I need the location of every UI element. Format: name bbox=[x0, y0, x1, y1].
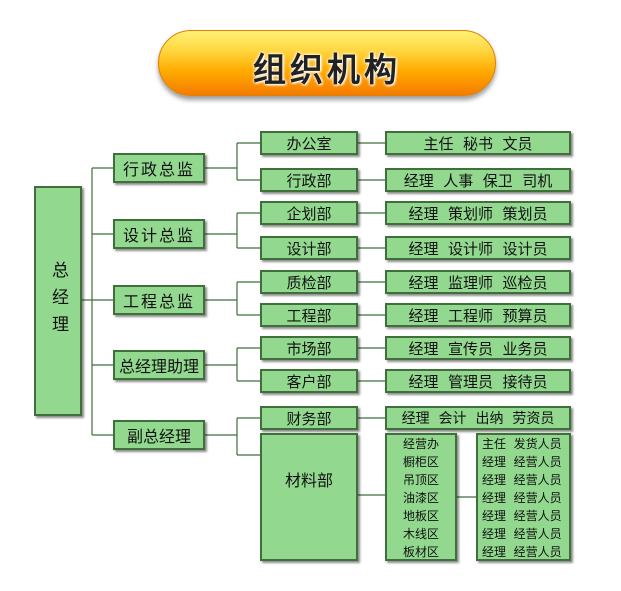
dept-box: 行政部 bbox=[260, 168, 358, 192]
material-staff-item: 经理 经营人员 bbox=[482, 545, 562, 559]
area-item: 经营办 bbox=[402, 437, 439, 451]
dept-box: 财务部 bbox=[260, 406, 358, 430]
material-staff-list: 主任 发货人员 经理 经营人员 经理 经营人员 经理 经营人员 经理 经营人员 … bbox=[476, 433, 571, 561]
staff-box: 经理 策划师 策划员 bbox=[385, 201, 571, 225]
staff-box: 经理 会计 出纳 劳资员 bbox=[385, 406, 571, 430]
material-areas-list: 经营办 橱柜区 吊顶区 油漆区 地板区 木线区 板材区 bbox=[385, 433, 457, 561]
material-staff-item: 主任 发货人员 bbox=[482, 437, 562, 451]
materials-dept-box: 材料部 bbox=[260, 433, 358, 561]
area-item: 油漆区 bbox=[402, 491, 439, 505]
dept-box: 质检部 bbox=[260, 270, 358, 294]
dept-label: 行政部 bbox=[286, 171, 332, 190]
dept-label: 质检部 bbox=[286, 273, 332, 292]
dept-label: 客户部 bbox=[286, 372, 332, 391]
staff-label: 主任 秘书 文员 bbox=[423, 134, 533, 153]
staff-box: 经理 工程师 预算员 bbox=[385, 303, 571, 327]
staff-label: 经理 会计 出纳 劳资员 bbox=[401, 411, 555, 427]
material-staff-item: 经理 经营人员 bbox=[482, 527, 562, 541]
material-staff-item: 经理 经营人员 bbox=[482, 455, 562, 469]
dept-label: 材料部 bbox=[284, 471, 333, 490]
dept-label: 设计部 bbox=[286, 239, 332, 258]
title-banner: 组织机构 bbox=[158, 30, 496, 96]
area-item: 吊顶区 bbox=[402, 473, 439, 487]
root-box: 总经理 bbox=[34, 186, 82, 416]
staff-label: 经理 工程师 预算员 bbox=[408, 306, 548, 325]
dept-box: 办公室 bbox=[260, 131, 358, 155]
material-staff-item: 经理 经营人员 bbox=[482, 473, 562, 487]
staff-box: 经理 人事 保卫 司机 bbox=[385, 168, 571, 192]
dept-box: 工程部 bbox=[260, 303, 358, 327]
area-item: 橱柜区 bbox=[402, 455, 439, 469]
level1-label: 总经理助理 bbox=[118, 357, 199, 376]
dept-box: 设计部 bbox=[260, 236, 358, 260]
level1-label: 设计总监 bbox=[122, 226, 195, 245]
level1-label: 工程总监 bbox=[122, 292, 195, 311]
dept-box: 企划部 bbox=[260, 201, 358, 225]
staff-label: 经理 人事 保卫 司机 bbox=[403, 171, 553, 190]
dept-label: 财务部 bbox=[286, 409, 332, 428]
area-item: 板材区 bbox=[402, 545, 439, 559]
staff-label: 经理 监理师 巡检员 bbox=[408, 273, 548, 292]
staff-box: 经理 宣传员 业务员 bbox=[385, 336, 571, 360]
material-staff-item: 经理 经营人员 bbox=[482, 509, 562, 523]
level1-box-design-director: 设计总监 bbox=[113, 219, 205, 249]
staff-label: 经理 设计师 设计员 bbox=[408, 239, 548, 258]
dept-label: 工程部 bbox=[286, 306, 332, 325]
staff-label: 经理 管理员 接待员 bbox=[408, 372, 548, 391]
dept-box: 市场部 bbox=[260, 336, 358, 360]
root-label: 总经理 bbox=[48, 260, 68, 342]
staff-box: 经理 设计师 设计员 bbox=[385, 236, 571, 260]
level1-box-gm-assistant: 总经理助理 bbox=[113, 350, 205, 380]
level1-label: 副总经理 bbox=[126, 427, 191, 446]
material-staff-item: 经理 经营人员 bbox=[482, 491, 562, 505]
dept-box: 客户部 bbox=[260, 369, 358, 393]
staff-label: 经理 策划师 策划员 bbox=[408, 204, 548, 223]
staff-box: 经理 监理师 巡检员 bbox=[385, 270, 571, 294]
page-title: 组织机构 bbox=[253, 50, 401, 89]
dept-label: 办公室 bbox=[286, 134, 332, 153]
staff-box: 经理 管理员 接待员 bbox=[385, 369, 571, 393]
dept-label: 企划部 bbox=[286, 204, 332, 223]
dept-label: 市场部 bbox=[286, 339, 332, 358]
level1-box-deputy-gm: 副总经理 bbox=[113, 420, 205, 450]
staff-label: 经理 宣传员 业务员 bbox=[408, 339, 548, 358]
level1-box-engineering-director: 工程总监 bbox=[113, 285, 205, 315]
area-item: 木线区 bbox=[402, 527, 439, 541]
area-item: 地板区 bbox=[402, 509, 439, 523]
staff-box: 主任 秘书 文员 bbox=[385, 131, 571, 155]
level1-box-admin-director: 行政总监 bbox=[113, 153, 205, 183]
level1-label: 行政总监 bbox=[122, 160, 195, 179]
